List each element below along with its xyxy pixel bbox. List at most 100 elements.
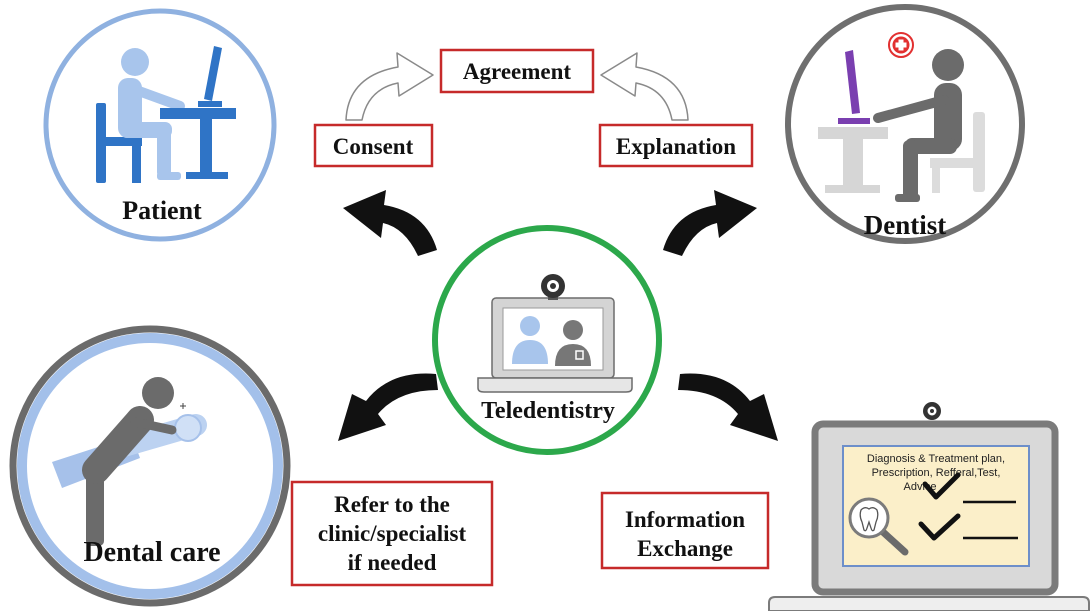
- monitor-screen: [204, 46, 222, 101]
- explanation-to-agreement-arrow: [600, 52, 689, 121]
- dentist-at-computer-icon: [818, 49, 985, 202]
- dental-care-node: Dental care: [9, 325, 291, 607]
- arrow-to-patient: [343, 190, 437, 256]
- agreement-text: Agreement: [463, 59, 571, 84]
- webcam-lens: [930, 409, 934, 413]
- desk-top: [818, 127, 888, 139]
- cross-horizontal: [895, 42, 907, 48]
- chair-seat: [96, 137, 142, 146]
- sparkle-icon: [180, 403, 186, 409]
- patient-avatar-body: [512, 340, 548, 364]
- consent-box-border: [313, 123, 434, 168]
- refer-box-border: [290, 480, 494, 587]
- checkmark-icon: [918, 513, 961, 541]
- explanation-box: Explanation: [598, 123, 754, 168]
- refer-line-2: clinic/specialist: [318, 521, 467, 546]
- patient-lower-leg: [157, 124, 171, 178]
- dentist-chair: [930, 112, 985, 193]
- consent-box: Consent: [313, 123, 434, 168]
- arrow-to-dentist: [663, 190, 757, 256]
- explanation-box-border: [598, 123, 754, 168]
- consent-to-agreement-arrow: [345, 52, 434, 121]
- dentist-node: Dentist: [785, 4, 1025, 244]
- dentist-label: Dentist: [864, 210, 947, 240]
- laptop-base: [768, 596, 1090, 611]
- dental-treatment-icon: [52, 377, 207, 546]
- consent-text: Consent: [333, 134, 414, 159]
- webcam-lens: [550, 283, 556, 289]
- report-line-1: Diagnosis & Treatment plan,: [867, 453, 1005, 465]
- patient-monitor: [198, 46, 222, 107]
- arrow-to-dental-care: [338, 373, 438, 441]
- patient-figure: [118, 48, 185, 180]
- dental-care-outer-ring: [9, 325, 291, 607]
- report-line-2: Prescription, Refferal,Test,: [872, 467, 1001, 479]
- patient-head: [121, 48, 149, 76]
- dentist-desk: [818, 127, 888, 193]
- dentist-head: [142, 377, 174, 409]
- agreement-box-border: [439, 48, 595, 94]
- doctor-avatar-body: [555, 344, 591, 366]
- desk-top: [160, 108, 236, 119]
- information-exchange-line-2: Exchange: [637, 536, 733, 561]
- monitor-screen: [845, 50, 860, 114]
- dentist-head: [932, 49, 964, 81]
- dentist-arm: [130, 417, 177, 435]
- desk-foot: [186, 172, 228, 179]
- chair-back: [973, 112, 985, 192]
- information-exchange-box-border: [600, 491, 770, 570]
- dentist-monitor: [838, 50, 870, 124]
- magnifier-handle: [879, 528, 909, 556]
- desk-foot: [825, 185, 880, 193]
- doctor-avatar: [555, 320, 591, 366]
- webcam-icon: [541, 274, 565, 300]
- patient-node: Patient: [43, 8, 277, 242]
- report-laptop: Diagnosis & Treatment plan, Prescription…: [768, 402, 1090, 611]
- chair-leg: [932, 168, 940, 193]
- dentist-lower-leg: [903, 140, 918, 200]
- patient-arm: [131, 85, 185, 111]
- doctor-badge: [575, 350, 584, 360]
- teledentistry-label: Teledentistry: [481, 398, 615, 424]
- dentist-arm: [873, 95, 949, 123]
- information-exchange-box: Information Exchange: [600, 491, 770, 570]
- teledentistry-node: Teledentistry: [432, 225, 662, 455]
- laptop-base: [477, 377, 633, 393]
- desk-leg: [200, 119, 212, 175]
- checklist: [918, 472, 1018, 541]
- desk-leg: [843, 139, 863, 189]
- explanation-text: Explanation: [616, 134, 736, 159]
- chair-seat: [930, 158, 985, 168]
- dentist-torso: [82, 406, 154, 484]
- patient-chair: [96, 103, 142, 183]
- refer-line-3: if needed: [348, 550, 437, 575]
- chair-leg: [132, 137, 141, 183]
- tooth-icon: [859, 507, 879, 532]
- reclined-patient-head: [174, 414, 202, 442]
- cross-outer-ring: [888, 32, 914, 58]
- information-exchange-line-1: Information: [625, 507, 745, 532]
- agreement-box: Agreement: [439, 48, 595, 94]
- dentist-foot: [895, 194, 920, 202]
- patient-avatar: [512, 316, 548, 364]
- patient-desk: [160, 108, 236, 179]
- tooth-magnifier-icon: [848, 497, 909, 556]
- patient-avatar-head: [520, 316, 540, 336]
- monitor-stand: [198, 101, 222, 107]
- dental-care-label: Dental care: [83, 537, 220, 568]
- patient-label: Patient: [122, 196, 202, 225]
- video-call-laptop-icon: [477, 274, 633, 393]
- medical-cross-icon: [888, 32, 914, 58]
- dentist-figure: [873, 49, 964, 202]
- refer-line-1: Refer to the: [334, 492, 450, 517]
- patient-at-computer-icon: [96, 46, 236, 183]
- refer-box: Refer to the clinic/specialist if needed: [290, 480, 494, 587]
- monitor-stand: [838, 118, 870, 124]
- dental-care-inner-ring: [17, 333, 283, 599]
- webcam-icon: [923, 402, 941, 420]
- patient-foot: [157, 172, 181, 180]
- checkmark-icon: [922, 472, 961, 500]
- arrow-to-laptop: [678, 373, 778, 441]
- doctor-avatar-head: [563, 320, 583, 340]
